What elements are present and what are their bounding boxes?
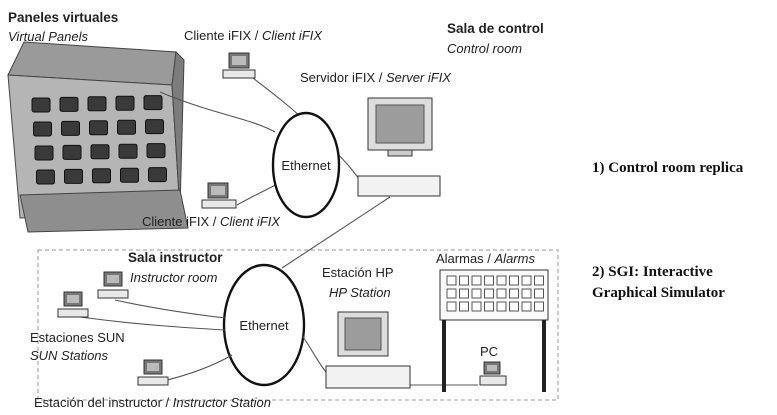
pc-computer: [479, 361, 507, 386]
sun-stations-title: Estaciones SUN: [30, 330, 125, 345]
hp-station-subtitle: HP Station: [329, 285, 391, 300]
caption-sgi-line2: Graphical Simulator: [592, 285, 725, 301]
panel-screen: [90, 144, 110, 160]
panel-screen: [143, 95, 163, 111]
panel-screen: [117, 119, 136, 135]
server-ifix-label: Servidor iFIX / Server iFIX: [300, 70, 452, 85]
virtual-panels-subtitle: Virtual Panels: [8, 29, 88, 44]
sun-station-2: [57, 291, 89, 318]
alarm-cell: [459, 288, 469, 299]
virtual-panel-console: [7, 41, 189, 233]
ethernet-bottom-label: Ethernet: [239, 318, 289, 333]
alarm-cell: [521, 275, 532, 286]
hp-station-computer: [325, 311, 411, 389]
alarm-cell: [459, 301, 469, 312]
panel-screen: [61, 120, 80, 136]
alarm-cell: [496, 288, 507, 299]
alarm-cell: [446, 301, 457, 312]
alarm-cell: [534, 288, 544, 299]
panel-screen: [59, 96, 79, 112]
ethernet-top-label: Ethernet: [281, 158, 331, 173]
virtual-panels-title: Paneles virtuales: [8, 10, 118, 25]
panel-screen: [34, 145, 54, 161]
alarm-panel: [439, 269, 549, 392]
hp-station-title: Estación HP: [322, 265, 394, 280]
ethernet-top-ring: [271, 111, 341, 219]
instructor-room-title: Sala instructor: [128, 250, 223, 265]
panel-screen: [33, 121, 52, 137]
alarm-cell: [471, 288, 482, 299]
alarm-cell: [534, 301, 544, 312]
wire-hp-station: [301, 334, 327, 373]
wire-server-to-instructor: [281, 196, 391, 269]
pc-label: PC: [480, 344, 498, 359]
alarm-cell: [446, 288, 457, 299]
client-ifix-top-computer: [222, 52, 256, 79]
client-ifix-bottom-label: Cliente iFIX / Client iFIX: [142, 214, 281, 229]
panel-screen: [87, 96, 107, 112]
alarm-cell: [496, 275, 507, 286]
panel-screen: [145, 119, 164, 135]
panel-screen: [120, 167, 139, 183]
panel-screen: [92, 168, 111, 184]
panel-screen: [118, 143, 138, 159]
server-ifix-computer: [357, 97, 441, 197]
panel-screen: [31, 97, 51, 113]
alarm-cell: [509, 301, 519, 312]
wire-client-top: [252, 77, 303, 119]
alarm-cell: [509, 288, 519, 299]
ethernet-bottom-ring: [222, 263, 306, 387]
panel-screen: [115, 95, 135, 111]
client-ifix-top-label: Cliente iFIX / Client iFIX: [184, 28, 323, 43]
alarm-cell: [521, 288, 532, 299]
panel-screen: [62, 144, 82, 160]
alarm-cell: [484, 301, 494, 312]
panel-screen: [148, 167, 167, 183]
alarm-cell: [534, 275, 544, 286]
panel-screen: [36, 169, 55, 185]
instructor-room-subtitle: Instructor room: [130, 270, 218, 285]
sun-stations-subtitle: SUN Stations: [30, 348, 109, 363]
control-room-title: Sala de control: [447, 21, 544, 36]
client-ifix-bottom-computer: [201, 182, 237, 209]
panel-screen: [146, 143, 166, 159]
wire-panel-ethernet: [159, 91, 276, 133]
alarm-cell: [471, 275, 482, 286]
panel-screen: [89, 120, 108, 136]
panel-screen: [64, 168, 83, 184]
alarm-cell: [509, 275, 519, 286]
instructor-station-computer: [137, 359, 169, 386]
alarm-cell: [521, 301, 532, 312]
sun-station-1: [97, 271, 129, 299]
caption-control-room-replica: 1) Control room replica: [592, 160, 744, 176]
instructor-station-label: Estación del instructor / Instructor Sta…: [34, 395, 271, 410]
instructor-area-boundary: [37, 249, 559, 401]
alarm-cell: [496, 301, 507, 312]
alarm-cell: [446, 275, 457, 286]
caption-sgi-line1: 2) SGI: Interactive: [592, 264, 713, 280]
alarm-cell: [459, 275, 469, 286]
alarm-cell: [471, 301, 482, 312]
wire-sun-1: [114, 299, 226, 319]
control-room-subtitle: Control room: [447, 41, 522, 56]
alarms-label: Alarmas / Alarms: [436, 251, 535, 266]
alarm-cell: [484, 275, 494, 286]
wire-sun-2: [79, 316, 226, 331]
alarm-cell: [484, 288, 494, 299]
